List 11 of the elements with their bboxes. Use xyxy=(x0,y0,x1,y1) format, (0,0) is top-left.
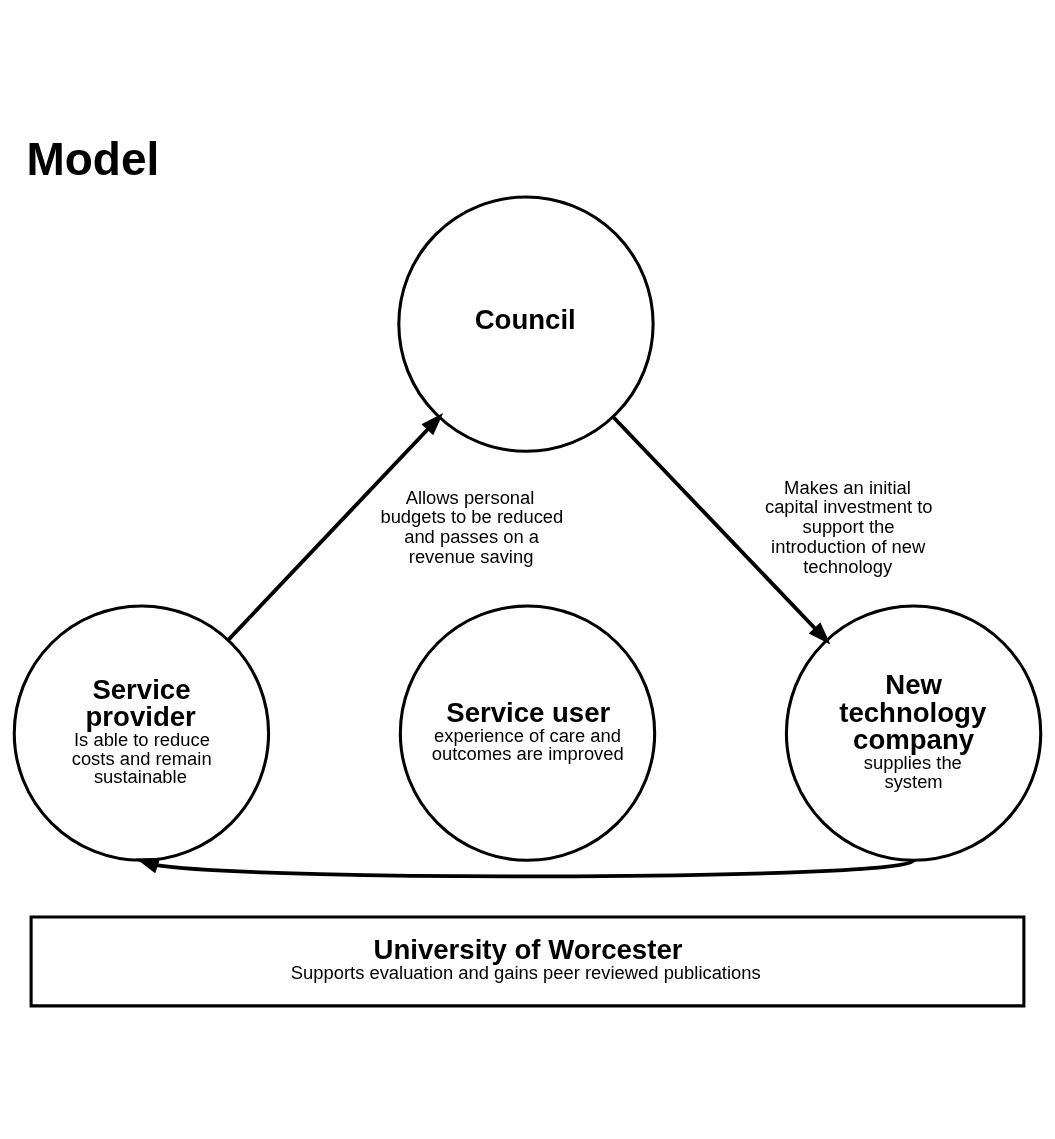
arrow xyxy=(612,415,831,645)
node-circle: Service provider Is able to reduce costs and remain sustainable xyxy=(12,603,271,862)
node-box: University of Worcester Supports evaluation and gains peer reviewed publications xyxy=(29,915,1026,1007)
node-circle: Service user experience of care and outcomes are improved xyxy=(398,603,657,862)
arrow xyxy=(227,412,444,641)
edge-label: Allows personal budgets to be reduced and passes on a revenue saving xyxy=(380,486,564,567)
node-circle: Council xyxy=(397,194,655,453)
edge-label: Makes an initial capital investment to support the introduction of new technology xyxy=(764,476,933,577)
node-circle: New technology company supplies the system xyxy=(784,603,1043,862)
diagram-title: Model xyxy=(26,132,160,185)
arrow xyxy=(135,857,915,878)
